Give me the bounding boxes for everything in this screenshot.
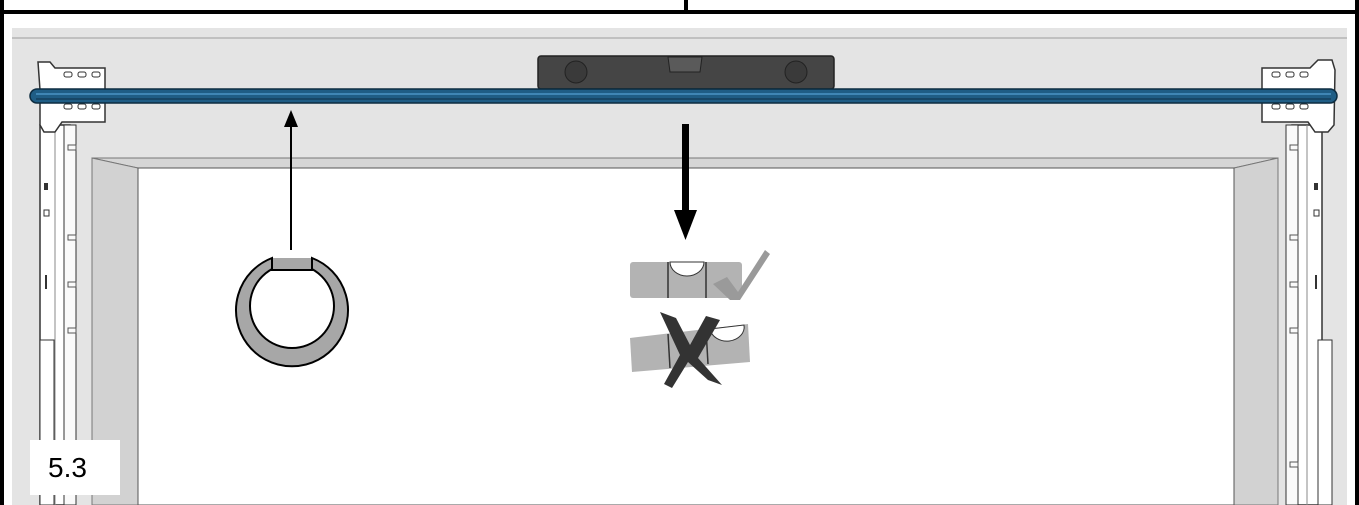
- step-number-label: 5.3: [30, 440, 120, 495]
- down-arrow: [674, 124, 697, 240]
- right-guide-rail: [1285, 124, 1333, 505]
- check-icon: [713, 250, 770, 300]
- spirit-level-icon: [537, 55, 835, 90]
- horizontal-rail: [29, 88, 1338, 104]
- cross-icon: [660, 312, 722, 388]
- profile-pointer-arrow: [284, 110, 298, 250]
- level-bubble-centered-icon: [630, 261, 742, 298]
- rail-cross-section-icon: [235, 256, 349, 368]
